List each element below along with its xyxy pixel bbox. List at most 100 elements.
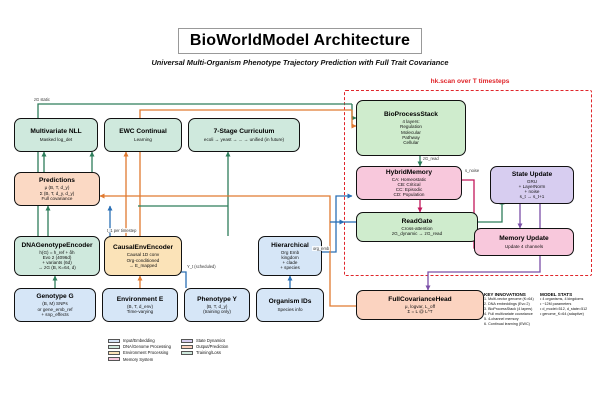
node-line: Org Emb — [280, 249, 300, 255]
edge-label-t1-per-timestep: t_1 per timestep — [106, 228, 138, 233]
legend-swatch-training-loss — [180, 350, 193, 355]
node-title: BioProcessStack — [384, 110, 438, 118]
node-line: or gene_emb_ref — [37, 306, 73, 312]
node-causal-env-encoder[interactable]: CausalEnvEncoder Causal 1D conv Org-cond… — [104, 236, 182, 276]
edge-label-zg-read: zG_read — [422, 156, 440, 161]
node-genotype-g[interactable]: Genotype G (B, M) SNPs or gene_emb_ref +… — [14, 288, 96, 322]
node-title: State Update — [511, 170, 553, 178]
node-title: Hierarchical — [271, 241, 309, 249]
key-innovations-title: KEY INNOVATIONS — [484, 292, 526, 297]
legend-column-right: State Dynamics Output/Prediction Trainin… — [180, 338, 229, 380]
node-line: Org-conditioned — [126, 257, 160, 263]
node-line: CC: Episodic — [395, 187, 423, 193]
node-line: Update 4 channels — [504, 243, 544, 249]
node-title: Phenotype Y — [197, 295, 237, 303]
node-bioprocessstack[interactable]: BioProcessStack 4 layers: Regulation Mol… — [356, 100, 466, 156]
legend-item: DNA/Genome Processing — [108, 344, 171, 349]
edge-label-org-emb: org_emb — [312, 246, 331, 251]
legend-item: Input/Embedding — [108, 338, 171, 343]
node-line: Pathway — [402, 134, 420, 140]
node-title: Genotype G — [36, 293, 74, 301]
node-line: h(G) = h_ref + δh — [39, 249, 75, 255]
node-line: μ, logvar, L_off — [404, 304, 436, 310]
node-line: (training only) — [203, 309, 231, 315]
edge-label-s-noise: s_noise — [464, 168, 481, 173]
legend-item: Output/Prediction — [180, 344, 229, 350]
node-title: Predictions — [39, 177, 75, 185]
node-line: + snp_effects — [41, 311, 69, 317]
node-environment-e[interactable]: Environment E (B, T, d_env) Time-varying — [102, 288, 178, 322]
node-multivariate-nll[interactable]: Multivariate NLL Masked log_det — [14, 118, 98, 152]
node-7-stage-curriculum[interactable]: 7-Stage Curriculum ecoli → yeast → ... →… — [188, 118, 300, 152]
node-title: EWC Continual — [119, 128, 167, 136]
node-line: Evo 2 (4096d) — [42, 255, 72, 261]
legend-label: Training/Loss — [195, 350, 221, 356]
legend-label: Environment Processing — [123, 350, 169, 356]
node-line: + noise — [524, 189, 540, 195]
node-line: 4 layers: — [402, 119, 420, 125]
node-line: Full covariance — [41, 195, 73, 201]
node-readgate[interactable]: ReadGate Cross-attention zG_dynamic → zG… — [356, 212, 478, 242]
key-innovation-item: 4. Full multivariate covariance — [484, 311, 533, 316]
legend-label: DNA/Genome Processing — [123, 344, 171, 350]
node-line: GRU — [526, 178, 538, 184]
node-organism-ids[interactable]: Organism IDs Species info — [256, 288, 324, 322]
node-hierarchical[interactable]: Hierarchical Org Emb kingdom + clade + s… — [258, 236, 322, 276]
key-innovation-item: 2. DNA embeddings (Evo 2) — [484, 301, 530, 306]
node-title: Organism IDs — [268, 298, 312, 306]
key-innovation-item: 6. Continual learning (EWC) — [484, 321, 530, 326]
node-ewc-continual[interactable]: EWC Continual Learning — [104, 118, 182, 152]
key-innovation-item: 5. 4-channel memory — [484, 316, 519, 321]
node-line: + variants (6d) — [42, 260, 72, 266]
node-line: CA: Homeostatic — [391, 176, 427, 182]
node-title: Environment E — [116, 295, 164, 303]
legend-label: Output/Prediction — [195, 344, 229, 350]
node-line: Regulation — [400, 124, 422, 130]
legend-swatch-environment — [108, 350, 120, 355]
node-memory-update[interactable]: Memory Update Update 4 channels — [474, 228, 574, 256]
legend: Input/Embedding DNA/Genome Processing En… — [108, 338, 348, 380]
legend-item: Memory System — [108, 357, 171, 362]
node-line: Causal 1D conv — [126, 252, 160, 258]
legend-swatch-input-embedding — [108, 338, 120, 343]
node-title: 7-Stage Curriculum — [213, 128, 275, 136]
key-innovation-item: 1. Multi-vector genome (K=64) — [484, 297, 534, 301]
legend-label: State Dynamics — [195, 338, 226, 343]
hk-scan-label: hk.scan over T timesteps — [430, 78, 510, 85]
node-phenotype-y[interactable]: Phenotype Y (B, T, d_y) (training only) — [184, 288, 250, 322]
node-full-covariance-head[interactable]: FullCovarianceHead μ, logvar, L_off Σ = … — [356, 290, 484, 320]
legend-swatch-state-dynamics — [180, 338, 193, 343]
model-stat-item: • ~12M parameters — [540, 301, 572, 306]
legend-label: Input/Embedding — [123, 338, 155, 343]
node-line: Σ (B, T, d_y, d_y) — [39, 190, 75, 196]
model-stats-title: MODEL STATS — [540, 292, 573, 297]
node-line: Molecular — [401, 129, 421, 135]
node-title: Multivariate NLL — [30, 128, 82, 136]
node-title: Memory Update — [499, 235, 549, 243]
node-dna-genotype-encoder[interactable]: DNAGenotypeEncoder h(G) = h_ref + δh Evo… — [14, 236, 100, 276]
model-stat-item: • 4 organisms, 4 kingdoms — [540, 297, 584, 301]
node-line: kingdom — [281, 255, 299, 261]
model-stat-item: • d_model=512, d_state=512 — [540, 306, 588, 311]
node-line: + clade — [282, 260, 298, 266]
node-line: CD: Population — [393, 192, 425, 198]
page-subtitle: Universal Multi-Organism Phenotype Traje… — [151, 58, 449, 67]
node-line: (B, M) SNPs — [42, 301, 68, 307]
node-line: → zG (B, K=64, d) — [38, 265, 76, 271]
node-line: μ (B, T, d_y) — [44, 185, 70, 191]
node-line: Time-varying — [126, 309, 154, 315]
node-line: CB: Critical — [397, 182, 421, 188]
node-title: DNAGenotypeEncoder — [21, 241, 93, 249]
node-title: FullCovarianceHead — [388, 295, 452, 303]
node-line: ecoli → yeast → ... → unified (in future… — [203, 136, 285, 142]
key-innovations-panel: KEY INNOVATIONS 1. Multi-vector genome (… — [484, 292, 536, 327]
node-predictions[interactable]: Predictions μ (B, T, d_y) Σ (B, T, d_y, … — [14, 172, 100, 206]
node-hybridmemory[interactable]: HybridMemory CA: Homeostatic CB: Critica… — [356, 166, 462, 200]
node-state-update[interactable]: State Update GRU + LayerNorm + noise s_t… — [490, 166, 574, 204]
node-line: Species info — [277, 306, 303, 312]
node-title: ReadGate — [401, 217, 433, 225]
node-line: (B, T, d_y) — [206, 304, 228, 310]
node-line: + species — [280, 265, 300, 271]
legend-swatch-dna-genome — [108, 344, 120, 349]
